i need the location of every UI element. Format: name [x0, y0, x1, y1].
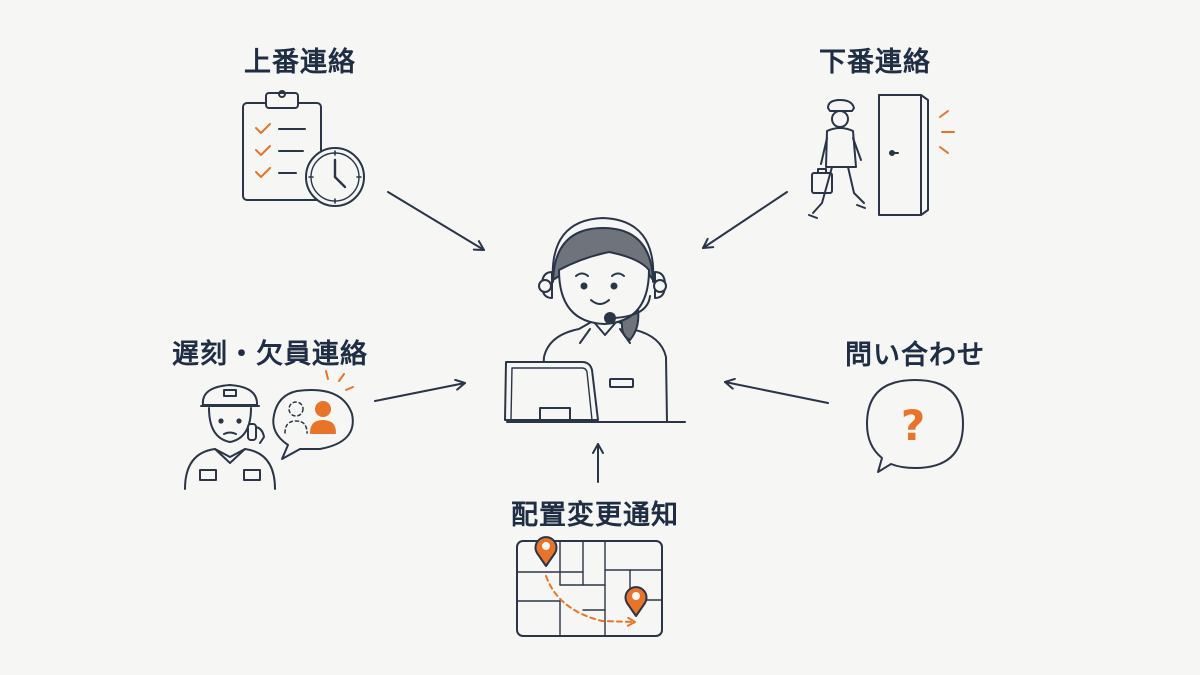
guard-leaving-door-icon: [808, 94, 955, 219]
label-reassignment: 配置変更通知: [511, 500, 679, 531]
arrow-shift-start: [387, 191, 485, 251]
operator-headset-icon: [504, 217, 686, 423]
arrow-inquiry: [724, 377, 829, 404]
label-late-absence: 遅刻・欠員連絡: [172, 339, 368, 370]
guard-phone-call-icon: [184, 370, 354, 490]
clipboard-clock-icon: [242, 90, 365, 207]
label-shift-start: 上番連絡: [244, 47, 356, 78]
question-bubble-icon: ?: [866, 379, 964, 473]
arrows: [374, 191, 829, 483]
map-route-icon: [516, 536, 663, 637]
arrow-shift-end: [702, 191, 788, 249]
label-shift-end: 下番連絡: [819, 47, 931, 78]
question-mark: ?: [901, 401, 925, 450]
label-inquiry: 問い合わせ: [845, 340, 985, 371]
arrow-late-absence: [374, 378, 466, 402]
